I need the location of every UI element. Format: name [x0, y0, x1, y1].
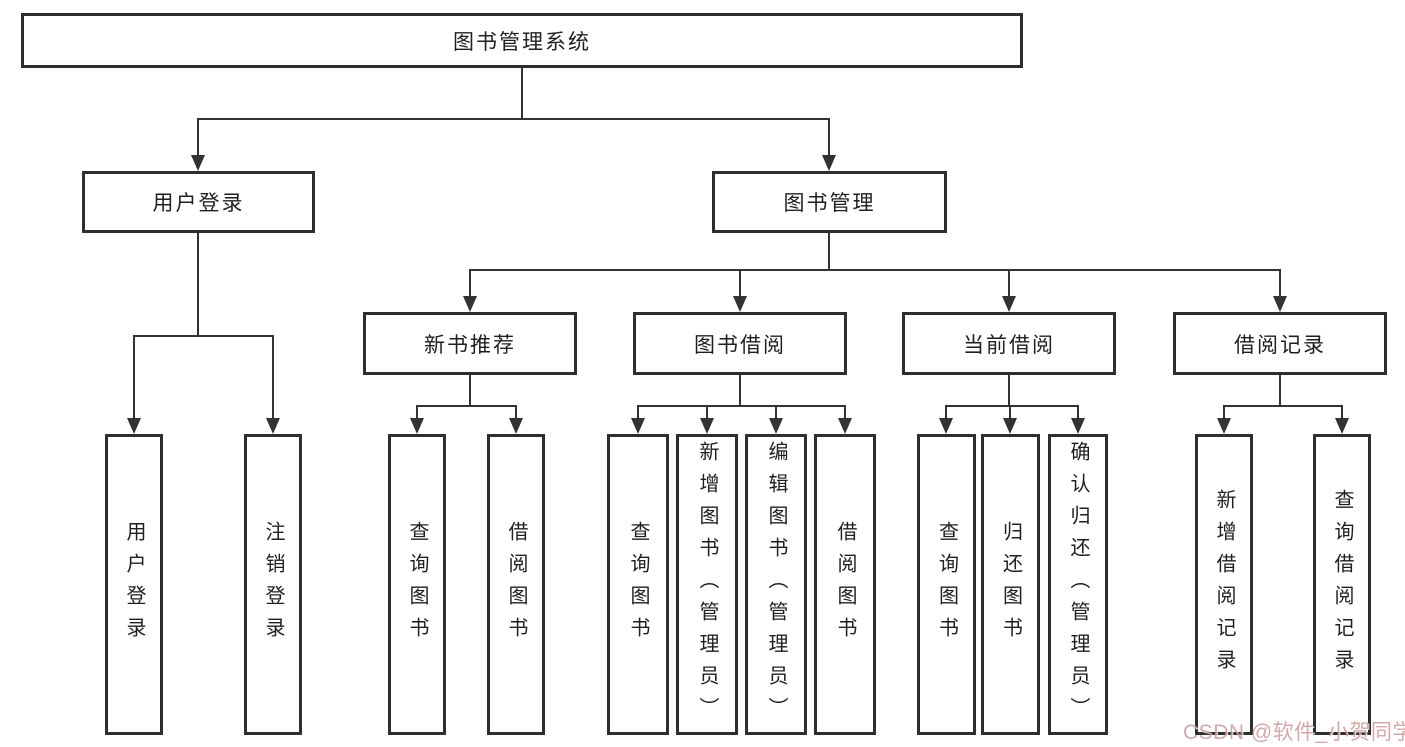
arrow-down-icon	[509, 418, 523, 434]
connector-line	[828, 118, 830, 156]
connector-line	[828, 233, 830, 269]
connector-line	[1077, 405, 1079, 419]
node-user-login: 用户登录	[82, 171, 315, 233]
arrow-down-icon	[700, 418, 714, 434]
connector-line	[1223, 405, 1225, 419]
arrow-down-icon	[463, 296, 477, 312]
node-current-borrowing: 当前借阅	[902, 312, 1116, 375]
leaf-logout: 注销登录	[244, 434, 302, 735]
leaf-query-borrow-record-label: 查询借阅记录	[1331, 488, 1353, 681]
connector-line	[272, 335, 274, 419]
arrow-down-icon	[939, 418, 953, 434]
node-book-borrowing: 图书借阅	[633, 312, 847, 375]
connector-line	[469, 375, 471, 405]
leaf-query-borrow-record: 查询借阅记录	[1313, 434, 1371, 735]
node-root-label: 图书管理系统	[453, 30, 591, 54]
leaf-return-books: 归还图书	[981, 434, 1040, 735]
leaf-confirm-return-admin: 确认归还（管理员）	[1048, 434, 1108, 735]
connector-line	[945, 405, 947, 419]
connector-line	[1279, 269, 1281, 297]
csdn-watermark: CSDN @软件_小贺同学	[1183, 721, 1405, 744]
arrow-down-icon	[191, 155, 205, 171]
leaf-user-login: 用户登录	[105, 434, 163, 735]
connector-line	[1009, 405, 1011, 419]
connector-line	[946, 405, 1079, 407]
arrow-down-icon	[1002, 296, 1016, 312]
arrow-down-icon	[1217, 418, 1231, 434]
connector-line	[706, 405, 708, 419]
leaf-query-books-borrow-label: 查询图书	[627, 520, 649, 649]
leaf-query-books-recommend-label: 查询图书	[406, 520, 428, 649]
connector-line	[521, 68, 523, 118]
connector-line	[638, 405, 846, 407]
connector-line	[197, 233, 199, 335]
leaf-add-borrow-record-label: 新增借阅记录	[1213, 488, 1235, 681]
connector-line	[133, 335, 135, 419]
leaf-query-books-borrow: 查询图书	[607, 434, 669, 735]
node-new-book-recommend: 新书推荐	[363, 312, 577, 375]
leaf-edit-books-admin-label: 编辑图书（管理员）	[765, 440, 787, 729]
node-root-library-system: 图书管理系统	[21, 13, 1023, 68]
node-borrowing-records-label: 借阅记录	[1234, 333, 1326, 357]
connector-line	[775, 405, 777, 419]
leaf-borrow-books-label: 借阅图书	[834, 520, 856, 649]
node-current-borrowing-label: 当前借阅	[963, 333, 1055, 357]
connector-line	[1008, 269, 1010, 297]
leaf-logout-label: 注销登录	[262, 520, 284, 649]
arrow-down-icon	[631, 418, 645, 434]
node-book-borrowing-label: 图书借阅	[694, 333, 786, 357]
connector-line	[1341, 405, 1343, 419]
connector-line	[417, 405, 517, 407]
node-book-management: 图书管理	[712, 171, 947, 233]
connector-line	[1008, 375, 1010, 405]
connector-line	[739, 269, 741, 297]
connector-line	[1224, 405, 1343, 407]
leaf-query-books-current: 查询图书	[917, 434, 976, 735]
arrow-down-icon	[822, 155, 836, 171]
connector-line	[1279, 375, 1281, 405]
arrow-down-icon	[838, 418, 852, 434]
leaf-borrow-books-recommend-label: 借阅图书	[505, 520, 527, 649]
node-book-management-label: 图书管理	[783, 192, 876, 215]
node-new-book-recommend-label: 新书推荐	[424, 333, 516, 357]
leaf-add-books-admin: 新增图书（管理员）	[676, 434, 738, 735]
arrow-down-icon	[1071, 418, 1085, 434]
leaf-return-books-label: 归还图书	[999, 520, 1022, 649]
connector-line	[134, 335, 274, 337]
connector-line	[844, 405, 846, 419]
connector-line	[469, 269, 471, 297]
arrow-down-icon	[733, 296, 747, 312]
leaf-user-login-label: 用户登录	[123, 520, 145, 649]
leaf-add-borrow-record: 新增借阅记录	[1195, 434, 1253, 735]
connector-line	[416, 405, 418, 419]
arrow-down-icon	[266, 418, 280, 434]
node-user-login-label: 用户登录	[152, 192, 245, 215]
node-borrowing-records: 借阅记录	[1173, 312, 1387, 375]
leaf-borrow-books: 借阅图书	[814, 434, 876, 735]
leaf-borrow-books-recommend: 借阅图书	[487, 434, 545, 735]
leaf-edit-books-admin: 编辑图书（管理员）	[745, 434, 807, 735]
connector-line	[637, 405, 639, 419]
arrow-down-icon	[127, 418, 141, 434]
connector-line	[470, 269, 1281, 271]
connector-line	[515, 405, 517, 419]
arrow-down-icon	[1273, 296, 1287, 312]
connector-line	[739, 375, 741, 405]
leaf-add-books-admin-label: 新增图书（管理员）	[696, 440, 718, 729]
arrow-down-icon	[769, 418, 783, 434]
arrow-down-icon	[1003, 418, 1017, 434]
arrow-down-icon	[1335, 418, 1349, 434]
arrow-down-icon	[410, 418, 424, 434]
leaf-query-books-recommend: 查询图书	[388, 434, 446, 735]
leaf-query-books-current-label: 查询图书	[935, 520, 958, 649]
leaf-confirm-return-admin-label: 确认归还（管理员）	[1067, 440, 1089, 729]
connector-line	[197, 118, 199, 156]
connector-line	[198, 118, 830, 120]
